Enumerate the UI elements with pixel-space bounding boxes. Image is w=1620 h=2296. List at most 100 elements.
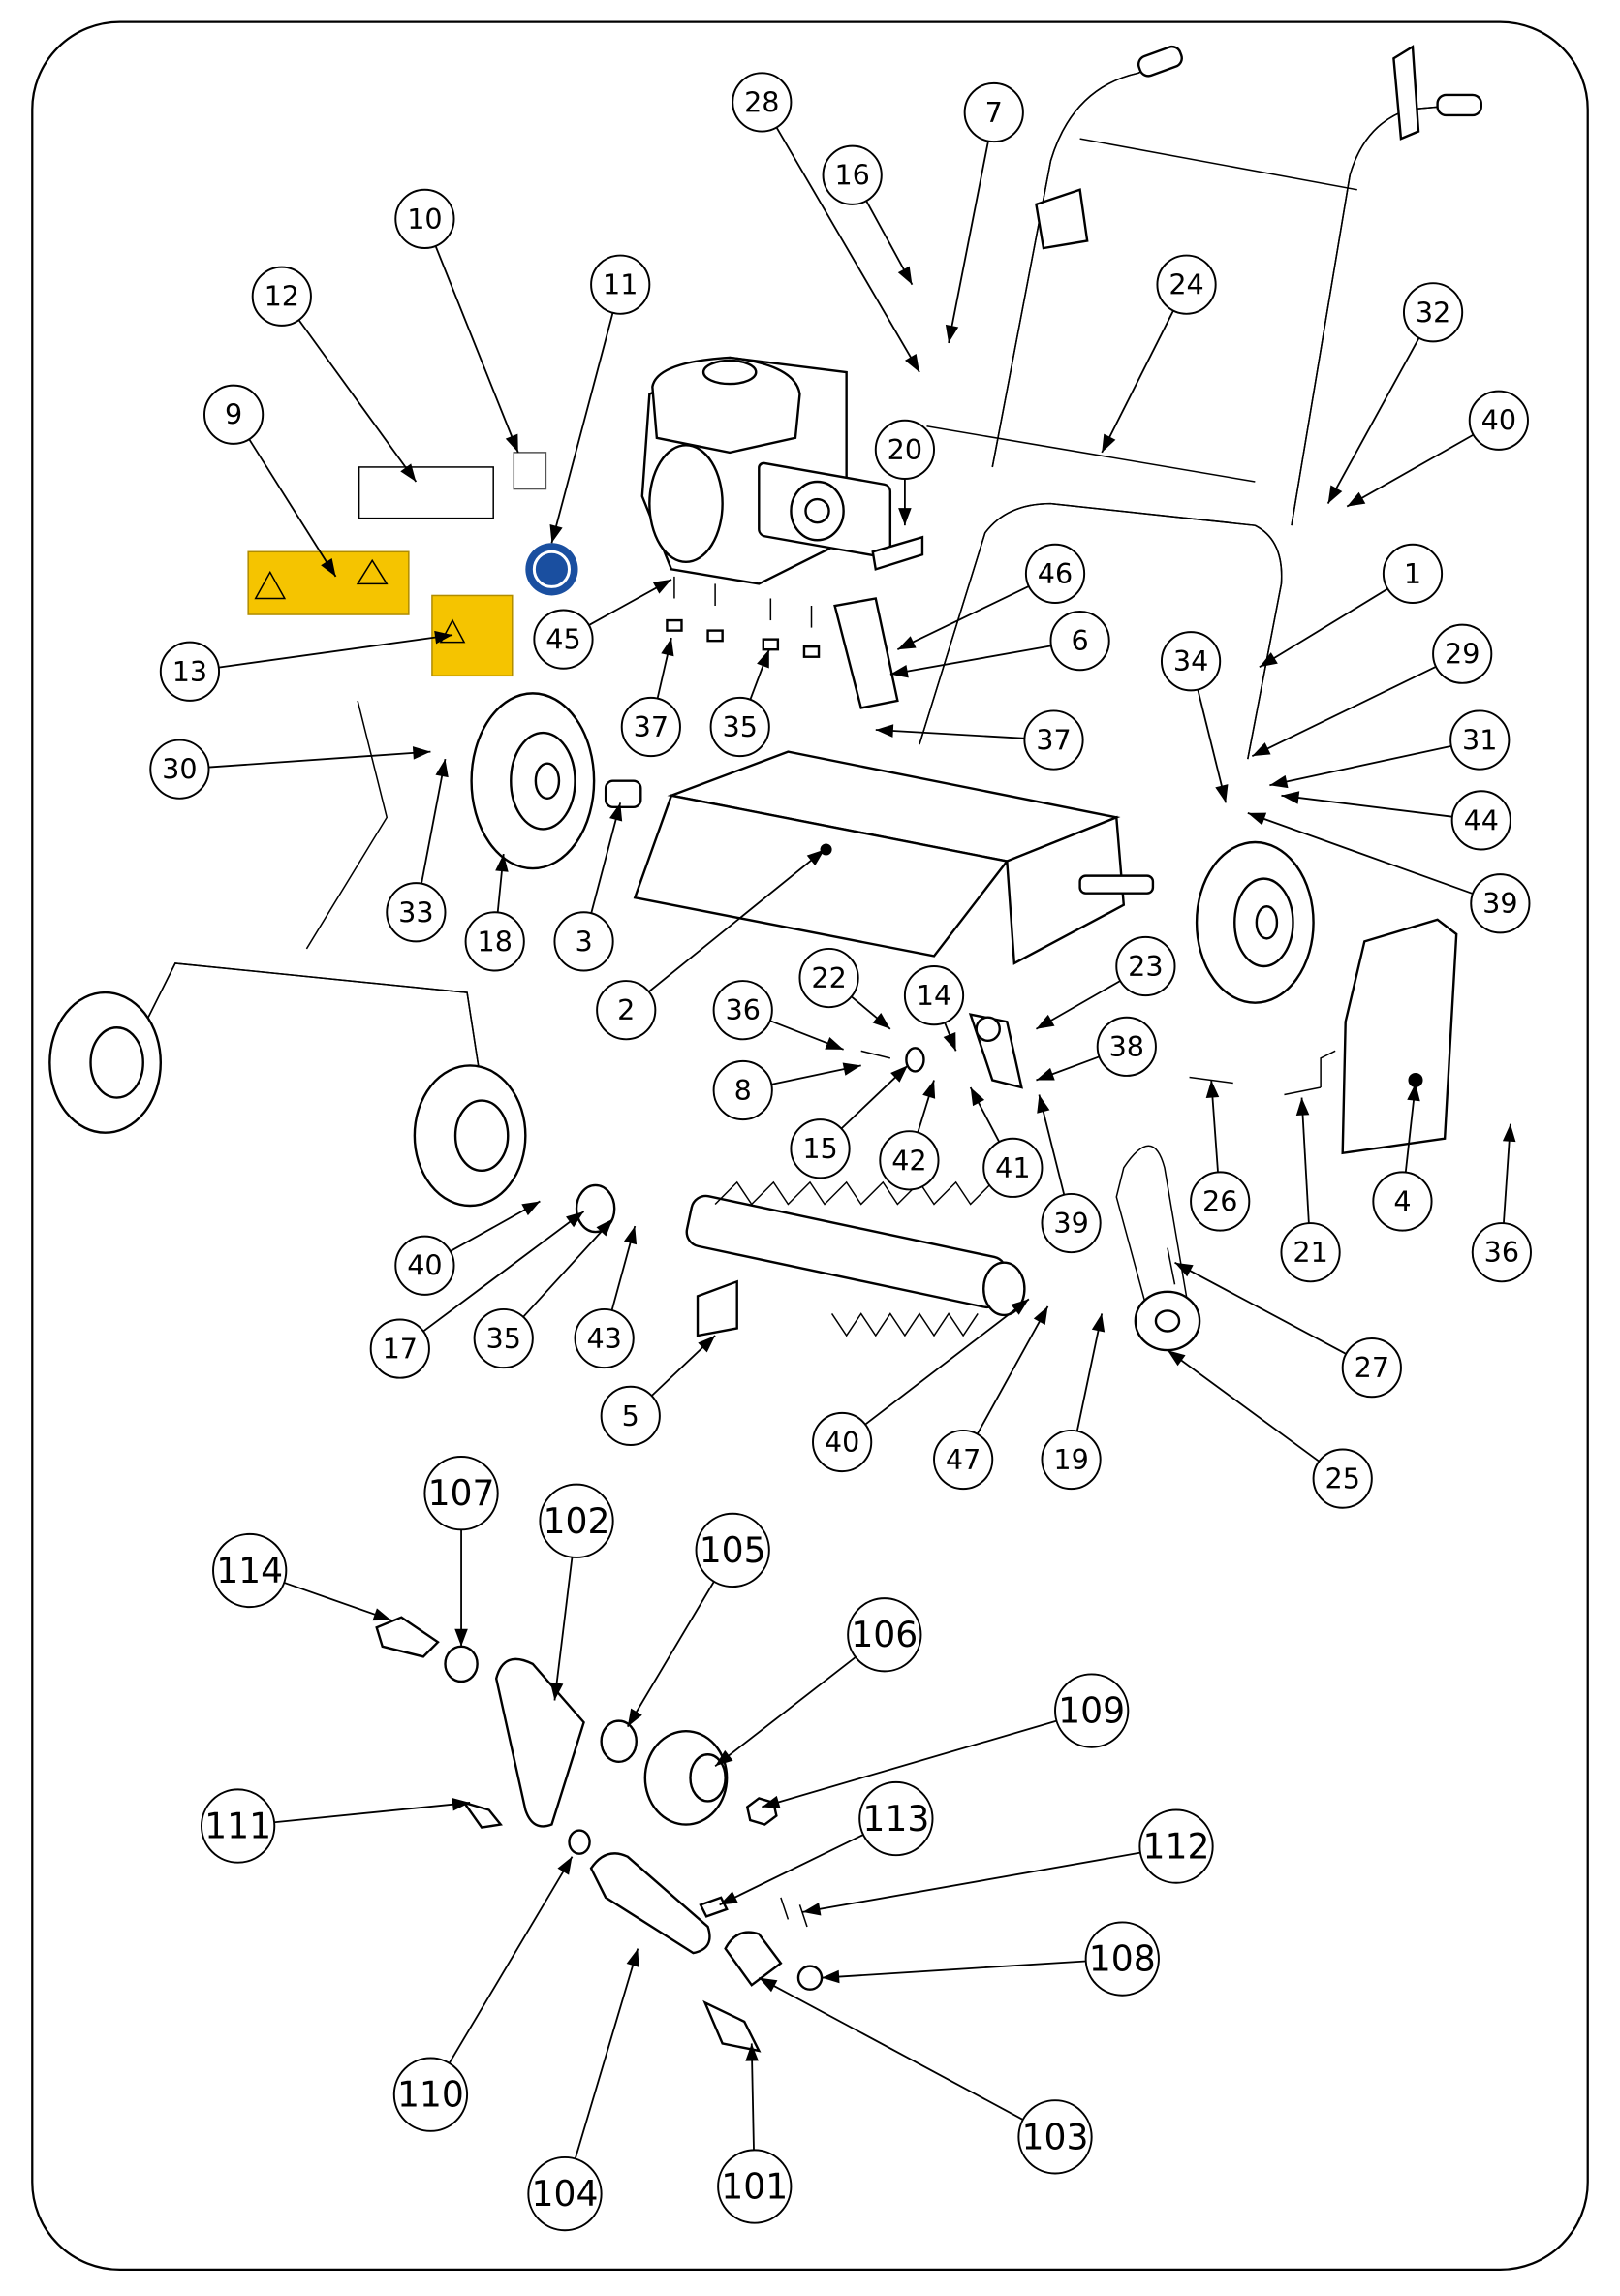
frame-border [31, 20, 1589, 2272]
callout-number: 45 [545, 623, 580, 656]
leader-line [590, 802, 622, 914]
callout-part-28: 28 [732, 72, 793, 133]
arrowhead-icon [1091, 1313, 1106, 1333]
arrowhead-icon [904, 354, 919, 373]
callout-number: 22 [811, 961, 846, 994]
callout-number: 36 [726, 993, 761, 1026]
callout-circle [527, 2155, 603, 2232]
leader-line [208, 750, 431, 769]
leader-line [434, 245, 519, 454]
arrowhead-icon [945, 324, 959, 343]
arrowhead-icon [1033, 1305, 1048, 1326]
callout-number: 1 [1404, 557, 1421, 590]
leader-line [1101, 310, 1174, 454]
arrowhead-icon [1011, 1299, 1029, 1315]
callout-circle [709, 696, 770, 758]
callout-circle [847, 1597, 922, 1673]
callout-circle [717, 2149, 793, 2224]
leader-line [550, 312, 614, 544]
callout-part-12: 12 [251, 266, 312, 327]
leader-line [1167, 1349, 1320, 1463]
callout-part-39: 39 [1041, 1192, 1102, 1254]
callout-number: 7 [985, 96, 1003, 129]
callout-number: 31 [1462, 724, 1497, 757]
callout-number: 14 [917, 979, 951, 1012]
callout-circle [732, 72, 793, 133]
leader-line [714, 1656, 857, 1768]
callout-part-22: 22 [798, 947, 859, 1009]
arrowhead-icon [400, 463, 417, 482]
callout-circle [149, 739, 210, 800]
callout-part-113: 113 [858, 1780, 934, 1857]
arrowhead-icon [822, 1969, 840, 1984]
callout-part-41: 41 [982, 1137, 1044, 1198]
callout-part-102: 102 [539, 1483, 614, 1558]
callout-number: 36 [1484, 1236, 1519, 1269]
callout-circle [203, 384, 265, 445]
leader-line [274, 1802, 471, 1824]
leader-line [864, 1298, 1030, 1426]
callout-circle [1450, 790, 1511, 851]
callout-number: 6 [1072, 624, 1089, 657]
callout-part-42: 42 [879, 1130, 940, 1191]
callout-circle [695, 1512, 770, 1588]
leader-line [1197, 689, 1228, 803]
callout-part-30: 30 [149, 739, 210, 800]
callout-part-37: 37 [1023, 709, 1084, 771]
callout-part-47: 47 [933, 1429, 994, 1491]
arrowhead-icon [596, 1218, 613, 1237]
callout-part-23: 23 [1115, 935, 1176, 997]
callout-part-3: 3 [553, 911, 614, 972]
callout-circle [1470, 873, 1531, 934]
callout-circle [386, 882, 447, 943]
callout-number: 29 [1445, 638, 1480, 671]
leader-line [762, 1719, 1057, 1808]
leader-line [1259, 587, 1388, 669]
callout-number: 17 [383, 1333, 418, 1366]
callout-number: 40 [407, 1249, 442, 1282]
callout-circle [903, 965, 965, 1026]
leader-line [1075, 1313, 1104, 1431]
callout-number: 46 [1038, 557, 1073, 590]
arrowhead-icon [1347, 491, 1366, 507]
callout-circle [1160, 631, 1222, 692]
arrowhead-icon [412, 746, 431, 760]
callout-part-34: 34 [1160, 631, 1222, 692]
arrowhead-icon [842, 1062, 861, 1076]
arrowhead-icon [627, 1708, 642, 1727]
arrowhead-icon [1252, 742, 1271, 757]
arrowhead-icon [521, 1201, 541, 1216]
callout-part-24: 24 [1156, 254, 1217, 315]
callout-circle [1312, 1448, 1373, 1509]
callout-number: 8 [734, 1074, 752, 1107]
callout-part-26: 26 [1190, 1171, 1251, 1232]
callout-number: 23 [1128, 950, 1163, 983]
arrowhead-icon [661, 638, 674, 657]
callout-number: 11 [603, 268, 638, 301]
callout-number: 26 [1202, 1184, 1237, 1217]
leader-line [1281, 794, 1452, 818]
callout-part-38: 38 [1096, 1016, 1157, 1077]
callout-number: 44 [1464, 803, 1499, 836]
leader-line [889, 645, 1052, 676]
plate-5 [696, 1279, 738, 1337]
callout-number: 9 [225, 398, 242, 431]
callout-circle [201, 1788, 276, 1864]
callout-circle [798, 947, 859, 1009]
callout-part-6: 6 [1049, 611, 1110, 672]
leader-line [1174, 1261, 1347, 1355]
callout-number: 112 [1143, 1826, 1210, 1868]
callout-part-29: 29 [1432, 623, 1493, 684]
callout-circle [539, 1483, 614, 1558]
callout-circle [879, 1130, 940, 1191]
callout-number: 15 [802, 1132, 837, 1165]
callout-number: 18 [477, 925, 512, 958]
arrowhead-icon [652, 579, 671, 594]
side-cover [1341, 918, 1458, 1155]
callout-number: 41 [995, 1151, 1030, 1184]
leader-line [896, 585, 1030, 651]
housing [633, 750, 1126, 965]
callout-part-35: 35 [709, 696, 770, 758]
callout-part-2: 2 [596, 980, 657, 1041]
